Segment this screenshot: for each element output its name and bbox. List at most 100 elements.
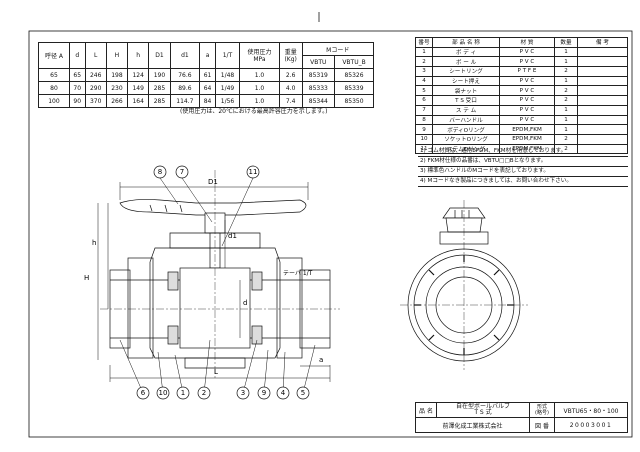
title-number-value: 20003001 (554, 417, 628, 433)
cell: P V C (499, 85, 555, 97)
cell (577, 66, 628, 77)
leader-7 (181, 177, 213, 223)
cell: 85319 (301, 68, 336, 82)
sheet-border (28, 30, 633, 438)
cell: 266 (105, 94, 129, 108)
cell: 65 (68, 68, 86, 82)
seat-right-top (251, 271, 263, 291)
label-D1: D1 (208, 178, 218, 186)
dims-header-d: d (68, 42, 86, 69)
cell (577, 56, 628, 68)
cell (577, 95, 628, 106)
cell (577, 133, 628, 145)
cell: 85339 (334, 81, 374, 95)
balloon-2 (197, 386, 211, 400)
cell: 1.0 (239, 68, 280, 82)
label-a: a (319, 356, 323, 364)
cell (577, 46, 628, 58)
label-d: d (243, 299, 247, 307)
balloon-7-label: 7 (180, 168, 184, 176)
cell: 290 (84, 81, 107, 95)
balloon-2-label: 2 (202, 389, 206, 397)
dims-header-mcode-vbtu: VBTU (301, 55, 336, 69)
leader-11 (221, 177, 254, 247)
dims-header-h: h (127, 42, 150, 69)
cell: 2 (554, 85, 578, 97)
dims-footnote: (使用圧力は、20℃における最高許容圧力を示します。) (180, 108, 328, 115)
side-handle-head (442, 207, 486, 219)
cell: 7.4 (278, 94, 303, 108)
cell: 6 (415, 95, 433, 106)
balloon-11 (246, 165, 260, 179)
cell: P V C (499, 114, 555, 126)
cell: 7 (415, 104, 433, 116)
side-handle-ribs (454, 210, 470, 218)
cell: 198 (105, 68, 129, 82)
cell: 4 (415, 75, 433, 87)
balloon-8 (153, 165, 167, 179)
cell: 84 (199, 94, 216, 108)
cell: 76.6 (169, 68, 201, 82)
cell: 285 (148, 94, 171, 108)
leader-5 (302, 344, 316, 394)
note-1: 1) ゴム材質は、通常EPDM、FKM材を用意しております。 (418, 147, 628, 157)
leader-4 (282, 351, 286, 394)
cell: 5 (415, 85, 433, 97)
cell: 114.7 (169, 94, 201, 108)
label-h: h (92, 239, 96, 247)
cell: ボ デ ィ (432, 46, 500, 58)
dims-header-L: L (84, 42, 107, 69)
cell: 64 (199, 81, 216, 95)
balloon-4 (276, 386, 290, 400)
cell: 2 (554, 133, 578, 145)
cell (577, 124, 628, 135)
cell: 1 (554, 104, 578, 116)
parts-header-material: 材 質 (499, 37, 555, 48)
title-company: 前澤化成工業株式会社 (415, 417, 530, 433)
cell: 85350 (334, 94, 374, 108)
balloon-10 (156, 386, 170, 400)
cell: シートリング (432, 66, 500, 77)
cell: T S 受口 (432, 95, 500, 106)
label-taper: テーパ 1/T (283, 270, 313, 277)
balloon-3-label: 3 (241, 389, 245, 397)
balloon-9 (257, 386, 271, 400)
cell: P T F E (499, 66, 555, 77)
cell: 4.0 (278, 81, 303, 95)
cell: 1/56 (214, 94, 241, 108)
cell: 9 (415, 124, 433, 135)
dims-header-mcode: Mコード (301, 42, 375, 56)
cell: 246 (84, 68, 107, 82)
cell: 1 (554, 56, 578, 68)
cell: 285 (148, 81, 171, 95)
cell: 164 (127, 94, 150, 108)
label-d1: d1 (228, 232, 237, 240)
cell: ソケットOリング (432, 133, 500, 145)
union-nut-left (127, 257, 154, 359)
leader-8 (159, 177, 179, 205)
cell: P V C (499, 95, 555, 106)
cell: 1/48 (214, 68, 241, 82)
dims-header-d1: d1 (169, 42, 201, 69)
title-number-label: 図 番 (529, 417, 555, 433)
balloon-1-label: 1 (181, 389, 185, 397)
parts-header-remarks: 備 考 (577, 37, 628, 48)
cell: 370 (84, 94, 107, 108)
cell: P V C (499, 46, 555, 58)
cell: 2 (415, 56, 433, 68)
dims-header-nominal: 呼径 A (38, 42, 70, 69)
cell: P V C (499, 104, 555, 116)
cell: 124 (127, 68, 150, 82)
dims-header-mcode-vbtub: VBTU_B (334, 55, 374, 69)
cell: 1 (554, 124, 578, 135)
cell: ボ ー ル (432, 56, 500, 68)
cell: ボディOリング (432, 124, 500, 135)
cell (577, 85, 628, 97)
